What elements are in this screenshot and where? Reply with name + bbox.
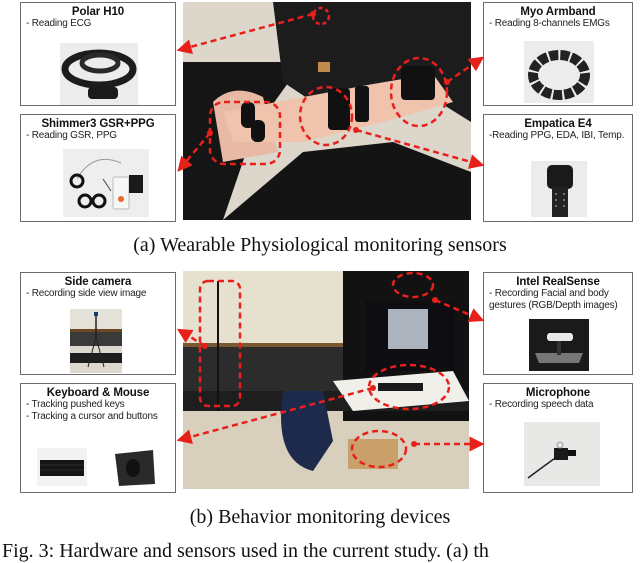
microphone-image [524,422,600,486]
device-desc: - Tracking pushed keys [26,399,125,410]
device-desc: -Reading PPG, EDA, IBI, Temp. [489,130,625,141]
device-title: Intel RealSense [516,276,600,288]
device-box-shimmer3: Shimmer3 GSR+PPG - Reading GSR, PPG [20,114,176,222]
device-title: Myo Armband [520,6,596,18]
caption-part-b: (b) Behavior monitoring devices [189,506,451,528]
device-desc: - Tracking a cursor and buttons [26,411,158,422]
keyboard-image [37,448,87,486]
device-desc: - Reading 8-channels EMGs [489,18,610,29]
person-wearing-sensors-photo [183,2,471,220]
device-desc: - Recording side view image [26,288,147,299]
device-desc: - Recording Facial and body [489,288,609,299]
device-box-empatica-e4: Empatica E4 -Reading PPG, EDA, IBI, Temp… [483,114,633,222]
device-desc: - Reading GSR, PPG [26,130,117,141]
tripod-camera-image [70,309,122,373]
device-box-microphone: Microphone - Recording speech data [483,383,633,493]
armband-image [524,41,594,103]
device-box-side-camera: Side camera - Recording side view image [20,272,176,375]
device-title: Shimmer3 GSR+PPG [41,118,155,130]
device-title: Side camera [64,276,132,288]
device-box-myo-armband: Myo Armband - Reading 8-channels EMGs [483,2,633,106]
device-box-polar-h10: Polar H10 - Reading ECG [20,2,176,106]
device-box-keyboard-mouse: Keyboard & Mouse - Tracking pushed keys … [20,383,176,493]
mouse-image [111,446,157,488]
device-title: Empatica E4 [524,118,592,130]
device-title: Polar H10 [71,6,125,18]
figure-caption: Fig. 3: Hardware and sensors used in the… [2,540,489,562]
chest-strap-image [60,43,138,105]
gsr-sensor-image [63,149,149,217]
depth-camera-image [529,319,589,371]
wristband-image [531,161,587,217]
lab-setup-photo [183,271,469,489]
device-box-intel-realsense: Intel RealSense - Recording Facial and b… [483,272,633,375]
device-desc: gestures (RGB/Depth images) [489,300,618,311]
device-desc: - Recording speech data [489,399,594,410]
caption-part-a: (a) Wearable Physiological monitoring se… [133,234,507,256]
device-desc: - Reading ECG [26,18,92,29]
device-title: Microphone [525,387,591,399]
device-title: Keyboard & Mouse [46,387,150,399]
